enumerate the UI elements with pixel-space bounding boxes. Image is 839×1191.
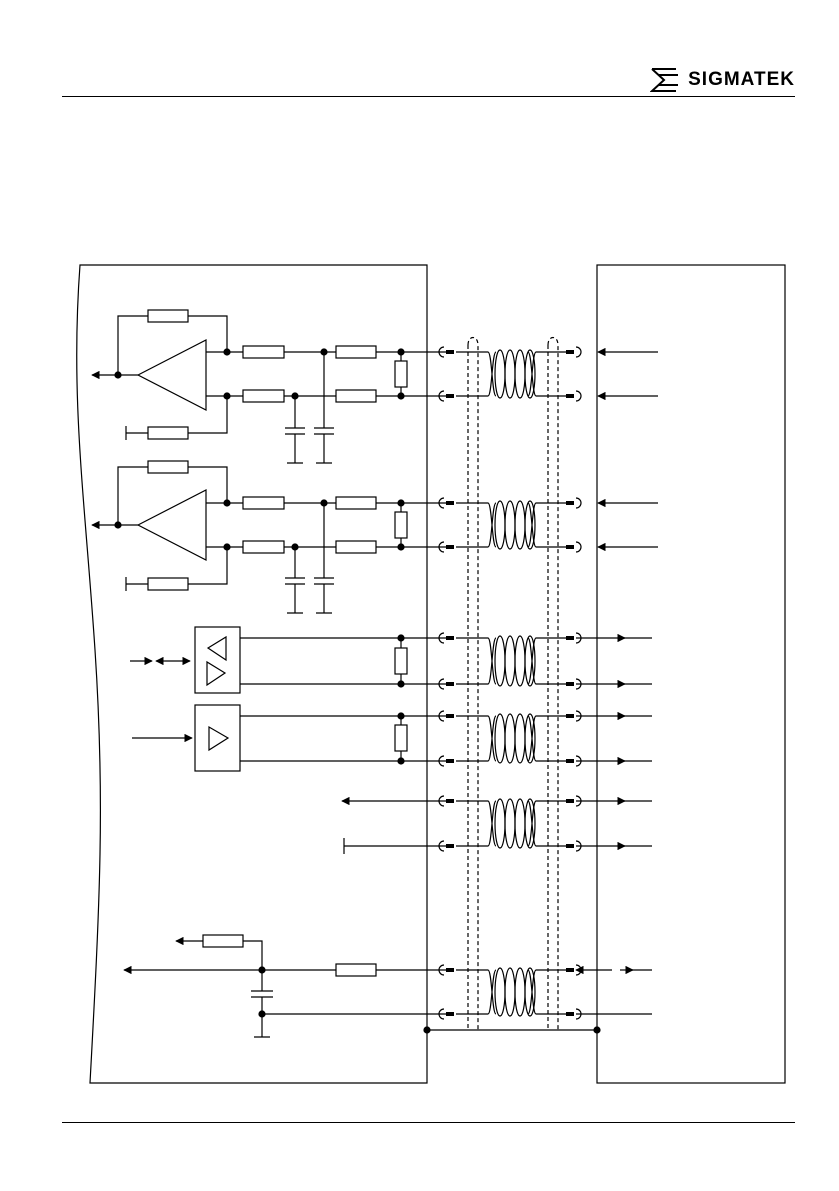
signal-channel-6	[124, 935, 446, 1037]
termination-resistor-4	[395, 725, 407, 751]
opamp-1	[138, 340, 206, 410]
termination-resistor-3	[395, 648, 407, 674]
right-module-outline	[597, 265, 785, 1083]
termination-resistor-1	[395, 361, 407, 387]
resistor-1c	[243, 390, 284, 402]
resistor-2c	[243, 541, 284, 553]
resistor-6a	[203, 935, 243, 947]
transceiver-tx-triangle	[207, 662, 225, 685]
transceiver-block	[195, 627, 240, 693]
resistor-2a	[243, 497, 284, 509]
right-side-lines	[576, 352, 658, 1014]
resistor-1d	[336, 390, 376, 402]
resistor-6b	[336, 964, 376, 976]
resistor-1b	[336, 346, 376, 358]
input-channel-1	[92, 310, 446, 463]
resistor-1a	[243, 346, 284, 358]
transceiver-rx-triangle	[208, 637, 226, 660]
resistor-2b	[336, 497, 376, 509]
transceiver-channel	[130, 627, 446, 693]
termination-resistor-2	[395, 512, 407, 538]
twisted-pair-cables	[439, 347, 581, 1019]
feedback-resistor-2	[148, 461, 188, 473]
resistor-2d	[336, 541, 376, 553]
bias-resistor-2	[148, 578, 188, 590]
footer-divider	[62, 1122, 795, 1123]
driver-block	[195, 705, 240, 771]
driver-triangle	[209, 727, 228, 750]
bias-resistor-1	[148, 427, 188, 439]
left-module-outline	[77, 265, 427, 1083]
feedback-resistor-1	[148, 310, 188, 322]
opamp-2	[138, 490, 206, 560]
driver-channel	[132, 705, 446, 771]
signal-channel-5	[342, 801, 446, 854]
input-channel-2	[92, 461, 446, 613]
